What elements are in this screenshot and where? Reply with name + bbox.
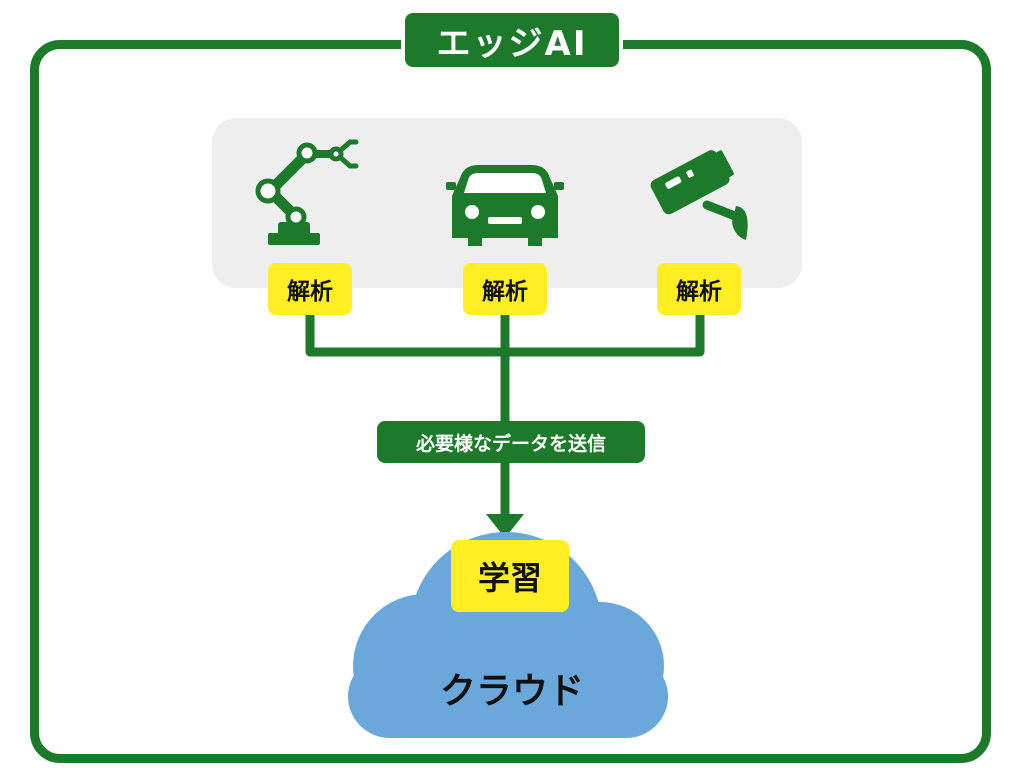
cloud-label: クラウド bbox=[439, 671, 584, 712]
arrow-down-icon bbox=[486, 514, 524, 538]
analysis-label: 解析 bbox=[268, 263, 352, 315]
diagram-title: エッジAI bbox=[401, 9, 623, 71]
learning-badge: 学習 bbox=[451, 540, 569, 612]
connector-lines bbox=[305, 309, 705, 525]
analysis-label: 解析 bbox=[657, 263, 741, 315]
send-data-label: 必要様なデータを送信 bbox=[377, 421, 645, 463]
analysis-label: 解析 bbox=[463, 263, 547, 315]
cloud-shape bbox=[348, 532, 668, 738]
